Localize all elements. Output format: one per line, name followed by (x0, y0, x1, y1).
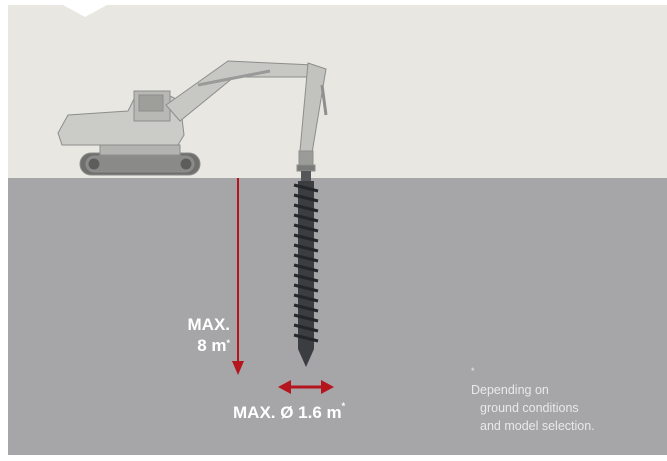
auger-flight (293, 313, 319, 323)
diameter-label: MAX. Ø 1.6 m* (233, 401, 346, 423)
auger-flight (293, 303, 319, 313)
depth-line-2: 8 m* (197, 336, 230, 355)
footnote-line-1: *Depending on (471, 363, 661, 399)
illustration-panel: MAX. 8 m* MAX. Ø 1.6 m* *Depending on gr… (8, 5, 667, 455)
auger-flight (293, 273, 319, 283)
diameter-arrow-right-head (321, 380, 334, 394)
auger-flight (293, 253, 319, 263)
footnote-line-2: ground conditions (480, 401, 579, 415)
depth-asterisk: * (226, 338, 230, 348)
ground-area (8, 178, 667, 455)
footnote-line-3: and model selection. (480, 419, 595, 433)
auger-flight (293, 293, 319, 303)
auger-flight (293, 263, 319, 273)
auger-flight (293, 283, 319, 293)
auger-flight (293, 193, 319, 203)
auger-flight (293, 213, 319, 223)
auger-drill-icon (293, 171, 319, 367)
auger-flight (293, 233, 319, 243)
diagram-art (57, 60, 334, 394)
footnote-asterisk: * (471, 366, 475, 376)
depth-arrow (232, 178, 244, 375)
auger-flight (293, 243, 319, 253)
auger-flight (293, 333, 319, 343)
auger-flight (293, 203, 319, 213)
top-notch (63, 5, 107, 17)
diameter-arrow (278, 380, 334, 394)
depth-arrow-head (232, 361, 244, 375)
auger-flight (293, 323, 319, 333)
diameter-asterisk: * (341, 401, 346, 411)
footnote: *Depending on ground conditions and mode… (471, 363, 661, 435)
diameter-text: MAX. Ø 1.6 m (233, 403, 342, 422)
auger-flight (293, 223, 319, 233)
depth-line-1: MAX. (187, 315, 231, 334)
depth-label: MAX. 8 m* (158, 314, 231, 356)
diameter-arrow-left-head (278, 380, 291, 394)
auger-flight (293, 183, 319, 193)
excavator-icon (57, 60, 328, 176)
